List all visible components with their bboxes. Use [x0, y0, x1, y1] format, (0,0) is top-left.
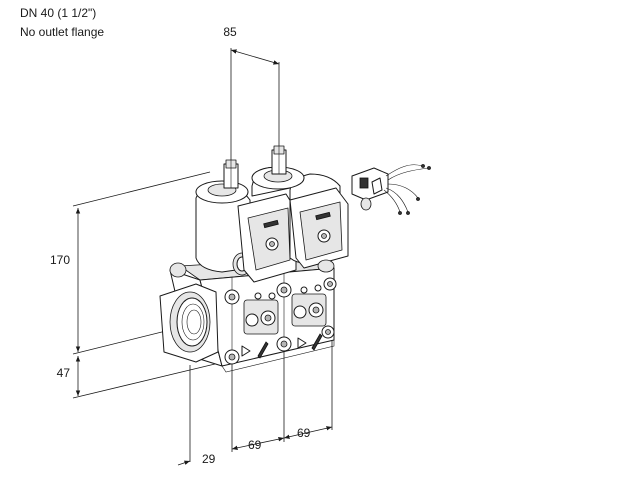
wire-end	[398, 211, 402, 215]
dimension-69-line-2	[283, 426, 333, 439]
dimension-85-label: 85	[223, 25, 237, 39]
dimension-69-label-1: 69	[248, 438, 262, 452]
caption-note: No outlet flange	[20, 25, 105, 39]
pressure-port	[245, 313, 259, 327]
flow-arrow-icon	[241, 345, 251, 357]
extension-line	[72, 171, 211, 207]
wire-end	[416, 197, 420, 201]
connector-body	[351, 167, 389, 201]
cable-connector	[351, 164, 431, 215]
flow-arrow-icon	[297, 337, 307, 349]
adjust-marker-icon	[311, 333, 323, 351]
test-nipple	[254, 292, 262, 300]
solenoid-2	[251, 145, 349, 273]
bolt-head	[327, 281, 333, 287]
connector-socket-icon	[359, 177, 369, 189]
bolt-head	[280, 340, 288, 348]
plug-clip	[315, 211, 331, 221]
cable-gland	[360, 197, 372, 211]
connector-latch	[371, 177, 383, 195]
test-nipple	[300, 286, 308, 294]
dimension-47-label: 47	[57, 366, 71, 380]
plug-screw-head	[269, 241, 275, 247]
wire-end	[421, 164, 425, 168]
wire	[385, 187, 409, 213]
plug-clip	[263, 219, 279, 229]
side-boss	[169, 262, 187, 278]
test-nipple	[268, 292, 276, 300]
inlet-thread	[181, 303, 205, 341]
extension-line	[72, 363, 216, 399]
bolt-head	[280, 286, 288, 294]
pressure-port-core	[312, 306, 320, 314]
dimension-29-line	[177, 460, 191, 466]
body-base	[221, 340, 335, 373]
dimension-line	[230, 49, 280, 65]
inlet-port	[176, 297, 208, 347]
bolt-head	[228, 353, 236, 361]
wire	[383, 189, 401, 213]
wire-end	[406, 211, 410, 215]
adjust-marker-icon	[257, 341, 269, 359]
wire-end	[427, 166, 431, 170]
dimension-29-label: 29	[202, 452, 216, 466]
dimension-69-line-1	[231, 436, 285, 451]
plug-screw-head	[321, 233, 327, 239]
coil-boss	[317, 259, 335, 273]
dimension-170: 170	[50, 171, 211, 355]
pressure-port	[293, 305, 307, 319]
caption-size: DN 40 (1 1/2")	[20, 6, 97, 20]
solenoid-1	[195, 159, 297, 283]
test-nipple	[314, 284, 322, 292]
dimension-85: 85	[223, 25, 280, 160]
dimension-bottom: 29 69 69	[177, 333, 333, 466]
dimension-47: 47	[57, 356, 216, 399]
wire	[387, 167, 429, 181]
pressure-port-core	[264, 314, 272, 322]
bolt-head	[325, 329, 331, 335]
inlet-thread	[186, 309, 202, 335]
wire	[385, 164, 423, 177]
dimension-170-label: 170	[50, 253, 70, 267]
wire	[387, 183, 419, 199]
bolt-head	[228, 293, 236, 301]
dimension-69-label-2: 69	[297, 426, 311, 440]
